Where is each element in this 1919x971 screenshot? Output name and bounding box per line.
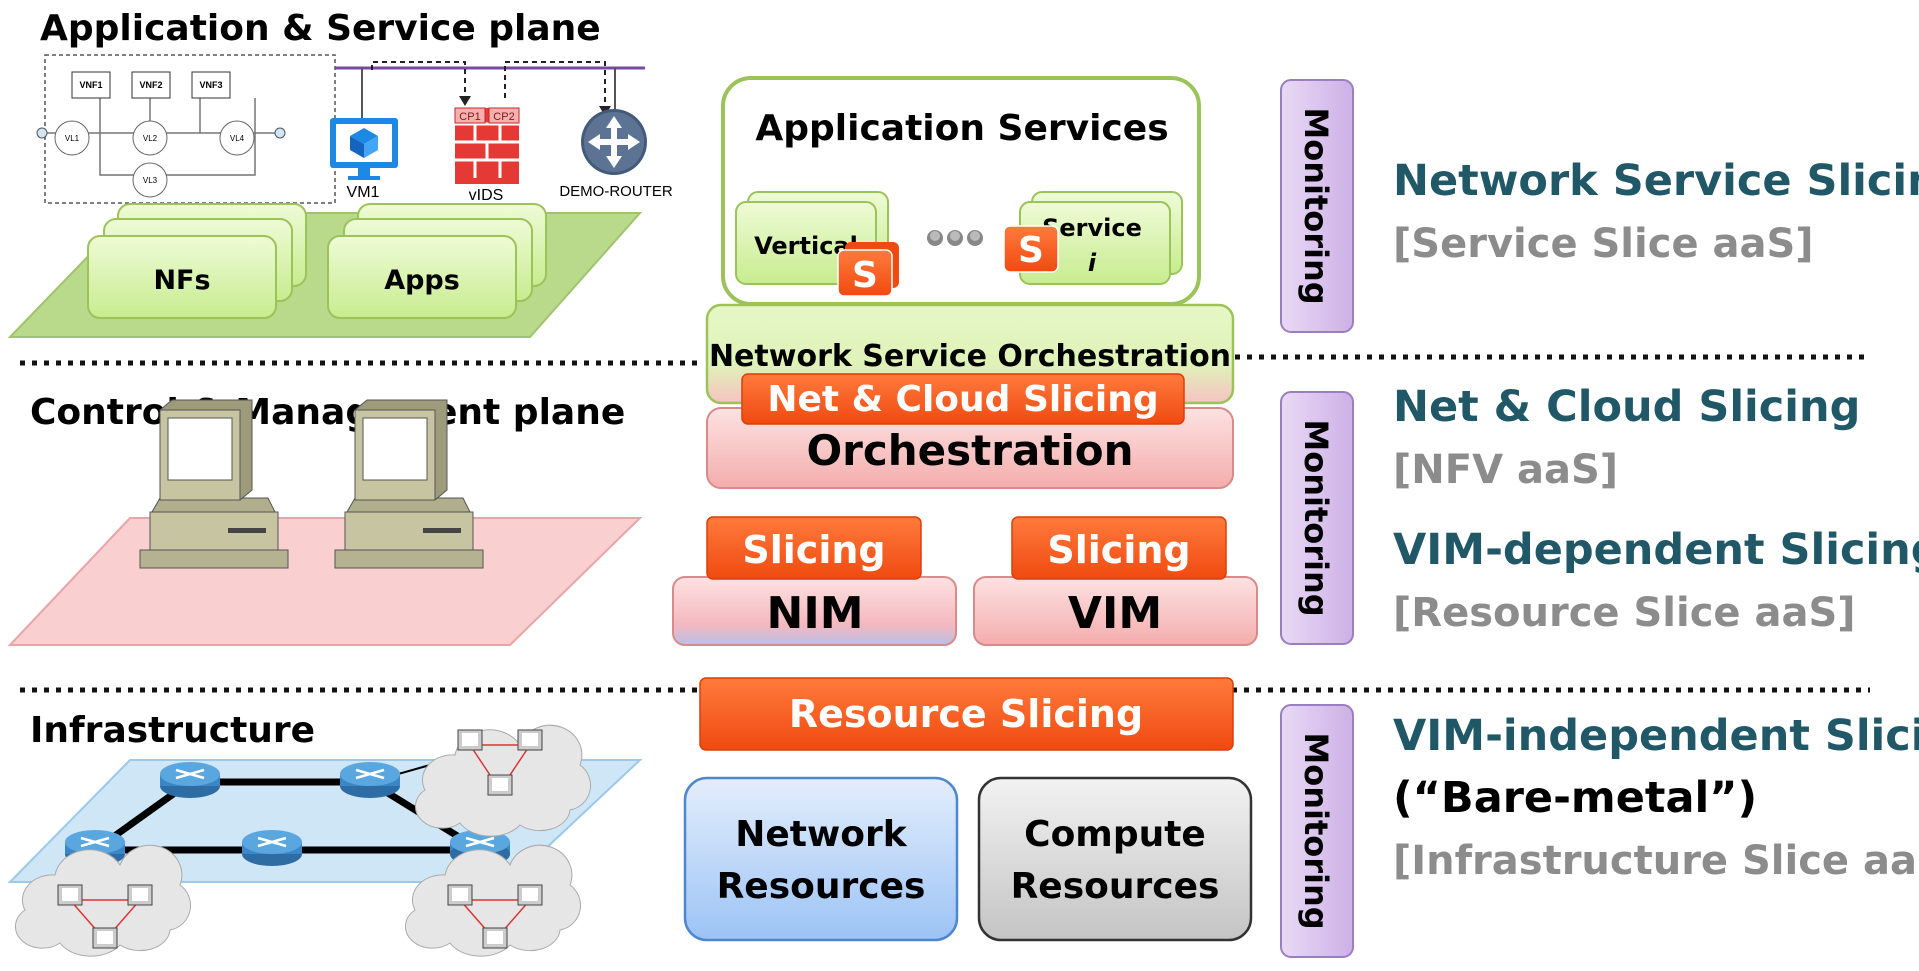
net-cloud-slicing-right-label: Net & Cloud Slicing xyxy=(1393,382,1860,432)
computer-icon xyxy=(139,399,289,569)
compute-resources-line2: Resources xyxy=(1011,866,1220,907)
s-badge-label: S xyxy=(852,255,878,296)
firewall-icon xyxy=(454,107,520,184)
vim-slicing-label: Slicing xyxy=(1047,528,1190,572)
router-icon xyxy=(242,830,302,866)
net-cloud-slicing-bar xyxy=(741,373,1185,425)
infra-plane-title: Infrastructure xyxy=(30,710,315,751)
network-resources-box xyxy=(683,776,959,942)
vim-slicing-bar xyxy=(1011,516,1227,580)
resource-slice-aas-label: [Resource Slice aaS] xyxy=(1393,590,1856,636)
nfs-stack xyxy=(87,203,307,319)
nso-label: Network Service Orchestration xyxy=(709,339,1231,374)
apps-stack xyxy=(327,203,547,319)
vm1-label: VM1 xyxy=(347,184,380,201)
router-icon xyxy=(160,762,220,798)
nim-slicing-bar xyxy=(706,516,922,580)
compute-resources-line1: Compute xyxy=(1024,814,1206,855)
vnf2-label: VNF2 xyxy=(139,80,162,90)
monitoring-bar-top xyxy=(1280,79,1354,333)
compute-resources-box xyxy=(977,776,1253,942)
s-badge-label: S xyxy=(1018,230,1044,271)
monitoring-label-middle: Monitoring xyxy=(1297,419,1335,616)
network-service-slicing-label: Network Service Slicing xyxy=(1393,156,1919,206)
network-resources-line1: Network xyxy=(735,814,907,855)
vl1-label: VL1 xyxy=(65,134,80,143)
resource-slicing-label: Resource Slicing xyxy=(789,692,1143,736)
vim-dependent-slicing-label: VIM-dependent Slicing xyxy=(1393,525,1919,575)
computer-icon xyxy=(334,399,484,569)
cloud-lan-icon xyxy=(415,724,592,837)
service-chain-diagram xyxy=(335,61,645,118)
monitoring-bar-middle xyxy=(1280,391,1354,645)
control-plane-floor xyxy=(7,517,643,646)
s-badge-service xyxy=(1003,225,1059,273)
nfv-aas-label: [NFV aaS] xyxy=(1393,447,1618,493)
control-plane-title: Control & Management plane xyxy=(30,392,625,433)
net-cloud-slicing-label: Net & Cloud Slicing xyxy=(767,379,1158,420)
apps-label: Apps xyxy=(384,265,460,296)
vl3-label: VL3 xyxy=(143,176,158,185)
vl4-label: VL4 xyxy=(230,134,245,143)
vnf1-label: VNF1 xyxy=(79,80,102,90)
vim-label: VIM xyxy=(1068,588,1162,639)
cp2-label: CP2 xyxy=(493,111,514,123)
vim-independent-slicing-label: VIM-independent Slicing xyxy=(1393,711,1919,761)
ellipsis-dots xyxy=(927,230,983,246)
network-resources-line2: Resources xyxy=(717,866,926,907)
nim-slicing-label: Slicing xyxy=(742,528,885,572)
router-label: DEMO-ROUTER xyxy=(559,183,672,200)
app-plane-title: Application & Service plane xyxy=(40,8,601,49)
application-services-title: Application Services xyxy=(755,108,1168,149)
service-i-label: i xyxy=(1088,249,1097,277)
service-slice-aas-label: [Service Slice aaS] xyxy=(1393,221,1814,267)
vl2-label: VL2 xyxy=(143,134,158,143)
router-icon xyxy=(581,109,647,175)
s-badge-vertical xyxy=(837,242,899,297)
monitoring-bar-bottom xyxy=(1280,704,1354,958)
resource-slicing-bar xyxy=(699,677,1234,751)
vm-monitor-icon xyxy=(330,118,398,180)
cloud-lan-icon xyxy=(15,844,192,957)
router-icon xyxy=(340,762,400,798)
vnf-topology: VNF1 VNF2 VNF3 VL1 VL2 VL3 VL4 xyxy=(36,54,336,204)
cloud-lan-icon xyxy=(405,844,582,957)
monitoring-label-top: Monitoring xyxy=(1297,107,1335,304)
bare-metal-label: (“Bare-metal”) xyxy=(1393,773,1757,823)
nim-label: NIM xyxy=(767,588,864,639)
infrastructure-slice-aas-label: [Infrastructure Slice aaS] xyxy=(1393,838,1919,884)
cp1-label: CP1 xyxy=(459,111,480,123)
monitoring-label-bottom: Monitoring xyxy=(1297,732,1335,929)
nfs-label: NFs xyxy=(153,265,210,296)
vnf3-label: VNF3 xyxy=(199,80,222,90)
vids-label: vIDS xyxy=(469,187,504,204)
orchestration-label: Orchestration xyxy=(806,426,1133,475)
